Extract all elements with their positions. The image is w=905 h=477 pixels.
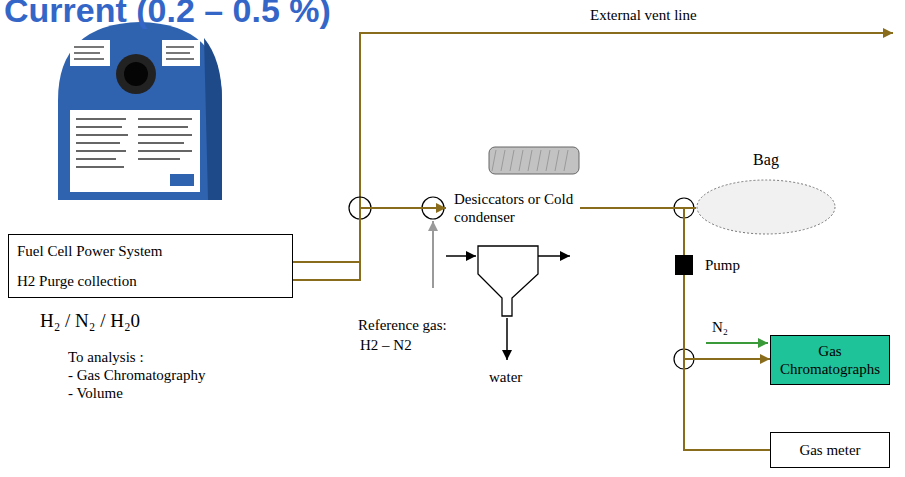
vent-line (360, 33, 893, 262)
label-print (138, 142, 184, 144)
label-print (138, 134, 192, 136)
current-transducer (58, 22, 222, 200)
label-print (76, 142, 120, 144)
transducer-aperture (124, 62, 148, 86)
canister-hatch (564, 150, 568, 171)
annotation: External vent line (590, 6, 697, 24)
node-text: Gas meter (799, 441, 860, 459)
annotation: H₂ / N₂ / H₂0 (40, 310, 140, 332)
canister-hatch (528, 150, 532, 171)
nitrogen-arrow (706, 342, 768, 344)
desiccant-canister (488, 146, 580, 175)
canister-hatch (537, 150, 541, 171)
drain-arrow (506, 318, 508, 360)
plate-print (166, 58, 194, 60)
annotation: To analysis : (68, 348, 144, 366)
label-print (138, 118, 192, 120)
node-text: Gas Chromatographs (775, 342, 885, 378)
label-print (138, 126, 188, 128)
label-print (138, 150, 192, 152)
node-text: Bag (696, 150, 836, 170)
flow-line (580, 208, 684, 255)
transducer-plate (162, 40, 200, 66)
label-print (138, 158, 180, 160)
plate-print (74, 58, 104, 60)
inlet-arrow (446, 255, 476, 257)
annotation: Reference gas: (358, 316, 447, 334)
outlet-arrow (538, 255, 570, 257)
label-print (76, 150, 126, 152)
transducer-plate (70, 40, 110, 66)
label-print (76, 158, 116, 160)
flow-line (684, 275, 770, 450)
canister-hatch (492, 150, 496, 171)
plate-print (166, 46, 194, 48)
bag-outline (696, 179, 836, 235)
pump-unit: Pump (675, 255, 755, 275)
condenser-vessel (478, 246, 538, 316)
system-box: Fuel Cell Power System H2 Purge collectio… (8, 234, 293, 298)
node-text: Fuel Cell Power System (17, 242, 284, 260)
annotation: - Volume (68, 384, 123, 402)
slide-title: Current (0.2 – 0.5 %) (4, 0, 331, 30)
transducer-aperture (116, 54, 156, 94)
canister-hatch (510, 150, 514, 171)
plate-print (166, 52, 190, 54)
annotation: - Gas Chromatography (68, 366, 205, 384)
plate-print (74, 52, 100, 54)
sample-bag: Bag (696, 150, 836, 235)
transducer-side (204, 38, 222, 200)
label-print (76, 118, 126, 120)
node-text: Pump (675, 255, 755, 275)
label-print (76, 126, 122, 128)
annotation: N₂ (712, 318, 728, 336)
desiccator-unit: Desiccators or Cold condenser (446, 146, 580, 246)
annotation: H2 – N2 (360, 336, 412, 354)
chromatograph-box: Gas Chromatographs (770, 335, 890, 385)
label-print (76, 166, 124, 168)
canister-shape (489, 147, 579, 174)
node-text: Desiccators or Cold condenser (446, 190, 580, 226)
canister-hatch (546, 150, 550, 171)
node-text: H2 Purge collection (17, 272, 284, 290)
transducer-label (70, 110, 200, 192)
flow-line (293, 208, 446, 280)
bag-shape (697, 180, 835, 234)
pump-symbol (675, 255, 693, 275)
transducer-body (58, 22, 222, 200)
canister-hatch (501, 150, 505, 171)
label-logo (170, 174, 194, 186)
canister-hatch (519, 150, 523, 171)
flow-line (684, 275, 770, 359)
gas-meter-box: Gas meter (770, 432, 890, 468)
annotation: water (489, 368, 522, 386)
canister-hatch (555, 150, 559, 171)
condenser-illustration (446, 246, 570, 360)
plate-print (74, 46, 104, 48)
reference-gas-arrow (432, 221, 434, 288)
label-print (76, 134, 128, 136)
